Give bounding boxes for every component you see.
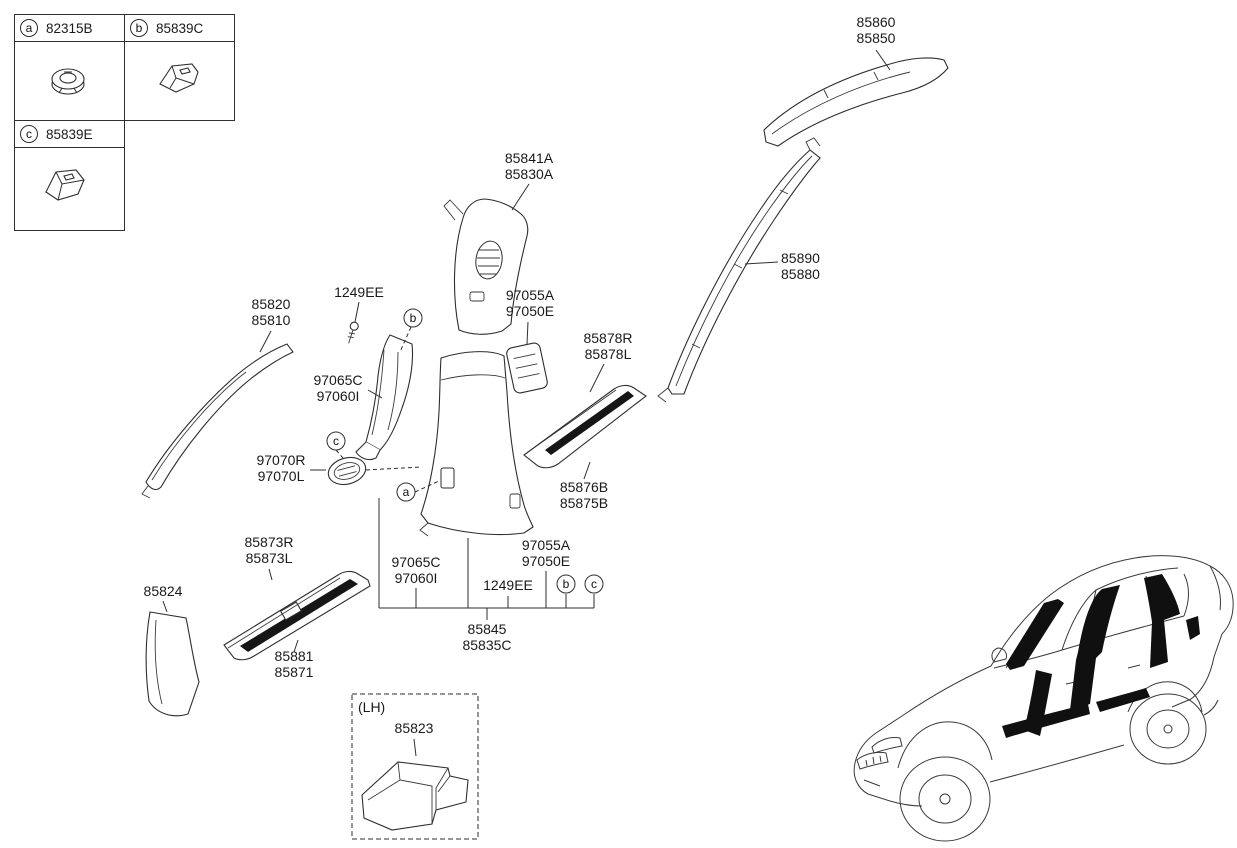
part-duct-upper bbox=[355, 334, 414, 461]
part-rear-scuff bbox=[523, 384, 647, 469]
label-lh-marker: (LH) bbox=[358, 699, 385, 715]
label-85860: 85860 bbox=[857, 14, 896, 30]
label-85830A: 85830A bbox=[505, 166, 554, 182]
label-85835C: 85835C bbox=[462, 637, 511, 653]
label-85824: 85824 bbox=[144, 583, 183, 599]
part-screw-top bbox=[347, 321, 359, 344]
part-c-pillar-trim bbox=[763, 57, 949, 147]
label-85873R: 85873R bbox=[244, 534, 293, 550]
part-vent-upper bbox=[506, 342, 548, 394]
legend-cell-b bbox=[124, 14, 235, 121]
part-labels: 85860 85850 85841A 85830A 85890 85880 85… bbox=[144, 14, 896, 736]
label-85810: 85810 bbox=[252, 312, 291, 328]
legend-part-b: 85839C bbox=[156, 21, 204, 36]
part-vent-small bbox=[327, 456, 367, 486]
label-85880: 85880 bbox=[781, 266, 820, 282]
label-85878L: 85878L bbox=[585, 346, 632, 362]
legend-callout-circle-a bbox=[20, 19, 38, 37]
part-rear-pillar-trim bbox=[657, 137, 821, 403]
connector-bracket bbox=[378, 498, 595, 620]
legend-part-c: 85839E bbox=[46, 127, 93, 142]
callout-circle-c-bottom bbox=[584, 574, 604, 594]
front-wheel bbox=[899, 756, 991, 842]
side-mirror bbox=[991, 647, 1007, 663]
label-85881: 85881 bbox=[275, 648, 314, 664]
trim-clip-icon-c bbox=[45, 169, 85, 201]
part-cowl-side-trim bbox=[145, 611, 200, 717]
callout-a-mid: a bbox=[403, 485, 410, 499]
label-85875B: 85875B bbox=[560, 495, 608, 511]
callout-circle-a-mid bbox=[396, 482, 416, 502]
legend-callout-circle-b bbox=[130, 19, 148, 37]
label-97070L: 97070L bbox=[258, 468, 305, 484]
label-85873L: 85873L bbox=[246, 550, 293, 566]
label-97055A-top: 97055A bbox=[506, 287, 555, 303]
legend-callout-a: a bbox=[26, 21, 33, 35]
label-97070R: 97070R bbox=[256, 452, 305, 468]
label-85871: 85871 bbox=[275, 664, 314, 680]
diagram-callouts: b c a b c bbox=[326, 308, 604, 594]
label-97050E-top: 97050E bbox=[506, 303, 554, 319]
label-1249EE-top: 1249EE bbox=[334, 284, 384, 300]
callout-c-mid: c bbox=[333, 434, 339, 448]
legend-part-a: 82315B bbox=[46, 21, 93, 36]
label-97050E-bottom: 97050E bbox=[522, 553, 570, 569]
label-1249EE-bottom: 1249EE bbox=[483, 577, 533, 593]
label-85876B: 85876B bbox=[560, 479, 608, 495]
legend-callout-circle-c bbox=[20, 125, 38, 143]
label-97065C-top: 97065C bbox=[313, 372, 362, 388]
legend-callout-c: c bbox=[26, 127, 32, 141]
label-85823: 85823 bbox=[395, 720, 434, 736]
label-85845: 85845 bbox=[468, 621, 507, 637]
part-b-pillar-upper-trim bbox=[443, 198, 529, 335]
label-97055A-bottom: 97055A bbox=[522, 537, 571, 553]
label-85820: 85820 bbox=[252, 296, 291, 312]
callout-b-top: b bbox=[410, 311, 417, 325]
part-front-scuff bbox=[223, 570, 371, 661]
label-85850: 85850 bbox=[857, 30, 896, 46]
part-a-pillar-trim bbox=[141, 343, 294, 499]
label-97065C-bottom: 97065C bbox=[391, 554, 440, 570]
headlight bbox=[871, 737, 903, 754]
callout-b-bottom: b bbox=[563, 577, 570, 591]
leader-lines bbox=[162, 49, 891, 757]
grommet-fastener-icon bbox=[51, 68, 85, 95]
part-lh-bracket bbox=[351, 693, 479, 840]
label-97060I-top: 97060I bbox=[317, 388, 360, 404]
callout-circle-b-top bbox=[403, 308, 423, 328]
dashed-leader-lines bbox=[335, 326, 440, 493]
label-97060I-bottom: 97060I bbox=[395, 570, 438, 586]
rear-wheel bbox=[1129, 693, 1207, 765]
label-85890: 85890 bbox=[781, 250, 820, 266]
legend-callout-b: b bbox=[136, 21, 143, 35]
vehicle-reference-illustration bbox=[853, 555, 1234, 842]
part-b-pillar-lower-trim bbox=[419, 351, 534, 537]
legend-table: a 82315B b 85839C c 85839E bbox=[14, 14, 235, 231]
legend-cell-c bbox=[14, 120, 125, 231]
label-85841A: 85841A bbox=[505, 150, 554, 166]
callout-circle-c-mid bbox=[326, 431, 346, 451]
callout-c-bottom: c bbox=[591, 577, 597, 591]
trim-clip-icon-b bbox=[159, 63, 199, 93]
label-85878R: 85878R bbox=[583, 330, 632, 346]
callout-circle-b-bottom bbox=[556, 574, 576, 594]
grille bbox=[856, 751, 889, 770]
